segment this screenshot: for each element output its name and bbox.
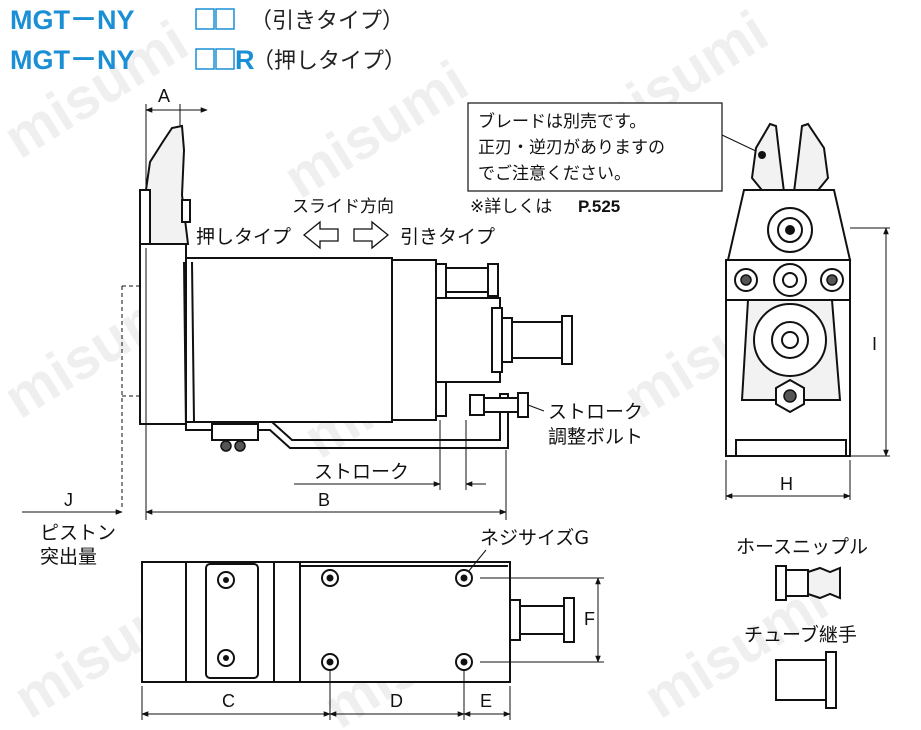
type-push: （押しタイプ）	[252, 49, 406, 74]
model-placeholder-box	[215, 48, 235, 70]
title-pull: MGT－NY （引きタイプ）	[10, 5, 404, 35]
ref-page: P.525	[578, 197, 620, 216]
reference-note: ※詳しくは P.525	[470, 197, 620, 217]
piston-label-1: ピストン	[40, 522, 116, 544]
hose-nipple: ホースニップル	[736, 536, 868, 601]
tube-fitting: チューブ継手	[744, 623, 857, 709]
front-view: I H	[725, 122, 890, 500]
model-placeholder-box	[195, 48, 215, 70]
tube-fitting-label: チューブ継手	[744, 623, 857, 646]
model-pull: MGT－NY	[10, 5, 135, 35]
ref-prefix: ※詳しくは	[470, 197, 552, 217]
type-pull: （引きタイプ）	[250, 9, 404, 34]
slide-arrow-left-icon	[302, 220, 339, 250]
model-placeholder-box	[215, 8, 235, 30]
pull-type-label: 引きタイプ	[400, 226, 495, 248]
title-push: MGT－NY R （押しタイプ）	[10, 45, 406, 75]
dim-b: B	[318, 490, 330, 510]
note-line-3: でご注意ください。	[478, 164, 631, 184]
dim-h: H	[780, 474, 793, 494]
piston-label-2: 突出量	[40, 546, 97, 568]
dim-d: D	[390, 691, 403, 711]
stroke-label: ストローク	[314, 461, 409, 483]
dim-f: F	[584, 609, 595, 629]
dim-i: I	[872, 334, 877, 354]
note-leader	[721, 134, 761, 154]
dim-e: E	[480, 691, 492, 711]
hose-nipple-label: ホースニップル	[736, 536, 868, 558]
slide-arrow-right-icon	[353, 220, 390, 250]
model-push: MGT－NY	[10, 45, 135, 75]
push-type-label: 押しタイプ	[196, 226, 291, 248]
side-view: A ストローク 調整ボルト	[22, 86, 643, 568]
note-line-2: 正刃・逆刃がありますの	[478, 138, 665, 158]
note-line-1: ブレードは別売です。	[478, 111, 646, 132]
note-box: ブレードは別売です。 正刃・逆刃がありますの でご注意ください。	[467, 102, 761, 192]
stroke-bolt-label-1: ストローク	[548, 401, 643, 423]
model-placeholder-box	[195, 8, 215, 30]
dim-j: J	[64, 490, 73, 510]
slide-direction-label: スライド方向	[292, 197, 394, 217]
dim-a: A	[158, 86, 170, 106]
bottom-view: ネジサイズG F C D E	[141, 527, 604, 720]
stroke-bolt-label-2: 調整ボルト	[548, 426, 643, 448]
thread-size-label: ネジサイズG	[480, 527, 589, 549]
dim-c: C	[222, 691, 235, 711]
model-push-suffix: R	[235, 45, 255, 75]
